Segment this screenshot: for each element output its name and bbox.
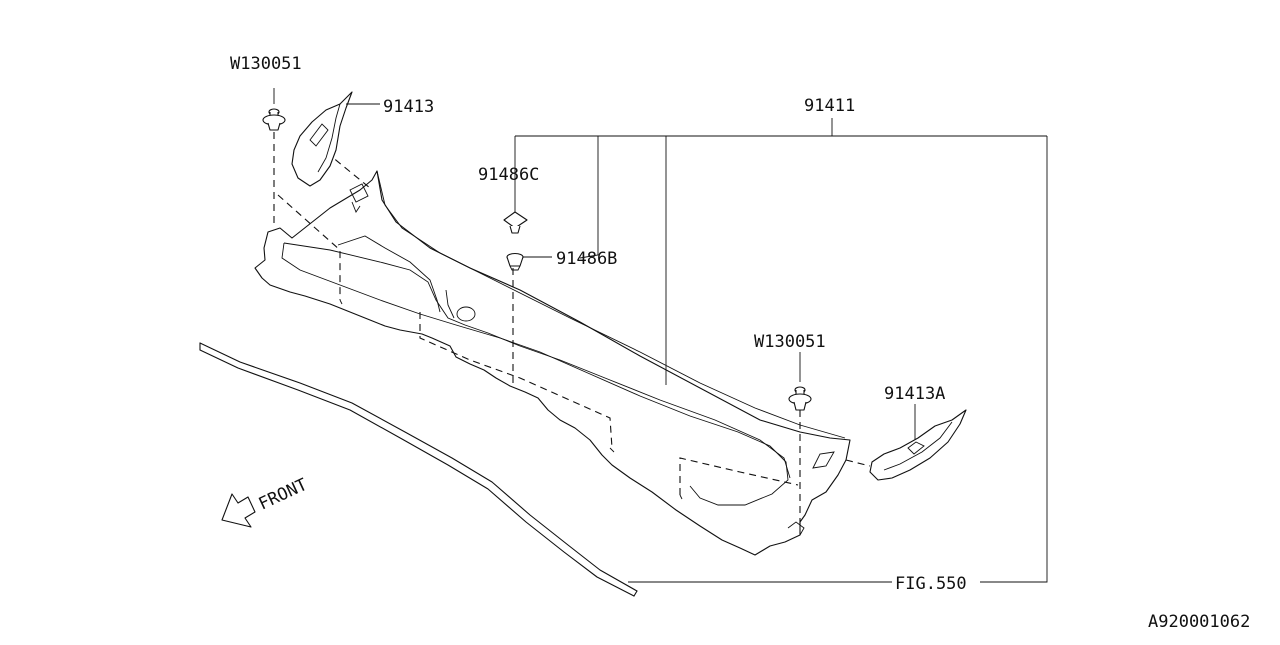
front-label: FRONT: [256, 475, 311, 515]
label-cover-right: 91413A: [884, 384, 945, 404]
leader-lines: [346, 103, 1048, 583]
side-cover-right: [869, 409, 967, 481]
label-grommet-c: 91486C: [478, 165, 539, 185]
label-clip-left: W130051: [230, 54, 302, 74]
label-cover-left: 91413: [383, 97, 434, 117]
label-figure-ref: FIG.550: [895, 574, 967, 594]
front-arrow: [221, 493, 256, 528]
clip-right: [788, 352, 812, 411]
cowl-panel: [254, 170, 851, 556]
label-main-panel: 91411: [804, 96, 855, 116]
grommet-c: [503, 211, 528, 234]
diagram-id: A920001062: [1148, 612, 1250, 632]
clip-left: [262, 88, 286, 131]
assembly-lines: [273, 132, 871, 525]
label-clip-right: W130051: [754, 332, 826, 352]
side-cover-left: [291, 91, 353, 187]
grommet-b: [506, 252, 524, 271]
label-grommet-b: 91486B: [556, 249, 617, 269]
seal-strip: [199, 342, 638, 597]
